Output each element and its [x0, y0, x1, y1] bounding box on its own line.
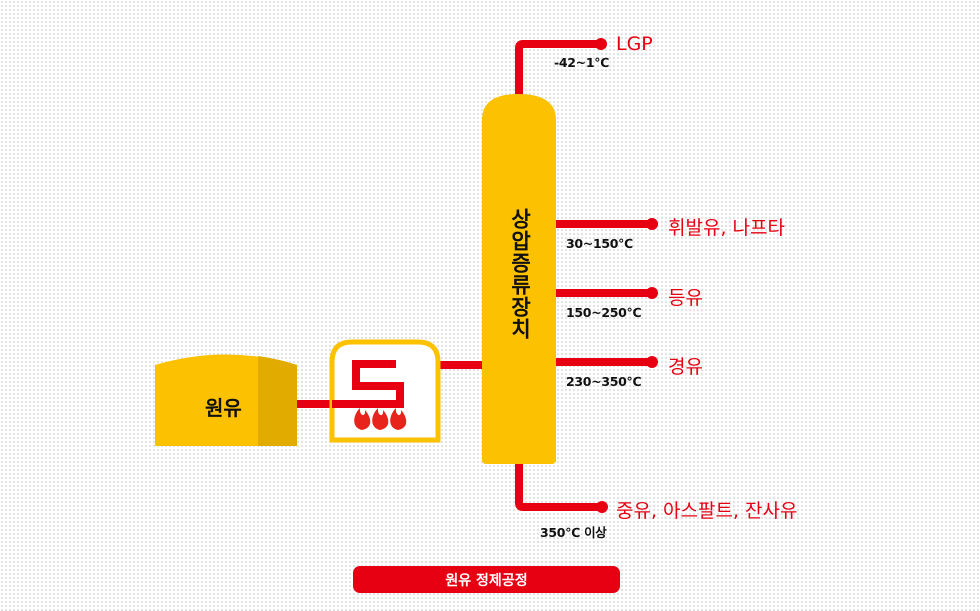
product-label-kerosene: 등유: [668, 287, 703, 309]
product-label-diesel: 경유: [668, 356, 703, 378]
caption-bar: 원유 정제공정: [353, 566, 620, 593]
temperature-label-gasoline: 30~150℃: [566, 236, 633, 251]
furnace-heater: [329, 339, 441, 443]
outlet-dot-lgp: [595, 38, 607, 50]
outlet-dot-gasoline: [646, 218, 658, 230]
outlet-dot-kerosene: [646, 287, 658, 299]
product-label-gasoline: 휘발유, 나프타: [668, 217, 785, 239]
temperature-label-residue: 350℃ 이상: [540, 525, 607, 540]
temperature-label-diesel: 230~350℃: [566, 374, 642, 389]
caption-text: 원유 정제공정: [445, 572, 528, 589]
crude-oil-tank: [155, 354, 297, 446]
flame-icon: [354, 408, 407, 430]
pipe-residue: [515, 460, 601, 511]
outlet-dot-diesel: [646, 356, 658, 368]
heating-coil: [332, 360, 404, 408]
temperature-label-lgp: -42~1℃: [554, 55, 610, 70]
temperature-label-kerosene: 150~250℃: [566, 305, 642, 320]
column-label: 상압증류장치: [508, 208, 532, 340]
tank-label: 원유: [205, 396, 242, 420]
product-label-residue: 중유, 아스팔트, 잔사유: [616, 500, 798, 522]
distillation-column: [482, 94, 556, 464]
outlet-dot-residue: [596, 501, 608, 513]
product-label-lgp: LGP: [616, 33, 653, 55]
pipe-lgp: [515, 40, 600, 96]
